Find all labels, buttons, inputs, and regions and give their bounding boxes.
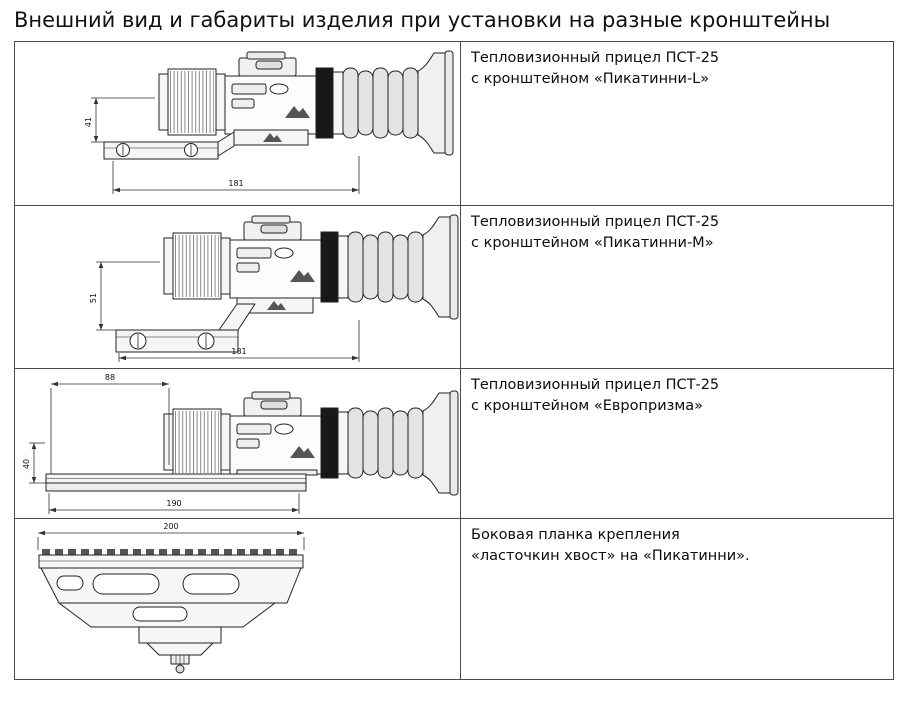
dim-label-offset: 88 — [105, 373, 115, 382]
description-line-2: «ласточкин хвост» на «Пикатинни». — [471, 548, 750, 565]
dimension-length-190: 190 — [48, 493, 300, 514]
drawing-cell-europrism: 88 40 — [15, 369, 461, 518]
dimension-length-181: 181 — [112, 156, 360, 194]
dim-label-length: 190 — [166, 499, 181, 508]
dimension-length-181: 181 — [118, 320, 360, 362]
dim-label-length: 200 — [163, 522, 178, 531]
side-plate-body — [38, 554, 304, 674]
bracket-europrism-rail — [45, 469, 318, 492]
dimension-offset-88: 88 — [50, 373, 170, 474]
dim-label-length: 181 — [231, 347, 246, 356]
page-title: Внешний вид и габариты изделия при устан… — [14, 8, 831, 32]
description-line-1: Тепловизионный прицел ПСТ-25 — [471, 50, 720, 66]
description-line-2: с кронштейном «Пикатинни-L» — [471, 71, 710, 88]
dimension-length-200: 200 — [37, 522, 305, 550]
bracket-picatinny-l — [103, 129, 309, 160]
description-cell: Тепловизионный прицел ПСТ-25 с кронштейн… — [461, 206, 893, 368]
dim-label-height: 41 — [84, 117, 93, 127]
drawing-cell-side-plate: 200 — [15, 519, 461, 679]
scope-drawing-picatinny-l: 41 181 — [84, 42, 459, 194]
description-line-1: Тепловизионный прицел ПСТ-25 — [471, 377, 720, 393]
variants-table: 41 181 Тепловизионный прицел ПСТ-25 с кр… — [14, 41, 894, 680]
table-row: 51 181 Тепловизионный прицел ПСТ-25 с кр… — [15, 205, 893, 368]
scope-drawing-picatinny-m: 51 181 — [89, 206, 459, 362]
description-cell: Тепловизионный прицел ПСТ-25 с кронштейн… — [461, 42, 893, 205]
dimension-height-40: 40 — [22, 442, 46, 484]
dim-label-height: 51 — [89, 293, 98, 303]
description-cell: Тепловизионный прицел ПСТ-25 с кронштейн… — [461, 369, 893, 518]
drawing-cell-picatinny-m: 51 181 — [15, 206, 461, 368]
table-row: 200 Боковая планка крепления «ласточкин … — [15, 518, 893, 679]
dimension-height-51: 51 — [89, 261, 160, 331]
dimension-height-41: 41 — [84, 97, 155, 143]
description-line-2: с кронштейном «Пикатинни-М» — [471, 235, 714, 252]
description-line-2: с кронштейном «Европризма» — [471, 398, 704, 415]
table-row: 88 40 — [15, 368, 893, 518]
drawing-cell-picatinny-l: 41 181 — [15, 42, 461, 205]
description-line-1: Боковая планка крепления — [471, 527, 680, 543]
dim-label-length: 181 — [228, 179, 243, 188]
scope-drawing-europrism: 88 40 — [22, 369, 459, 518]
table-row: 41 181 Тепловизионный прицел ПСТ-25 с кр… — [15, 42, 893, 205]
bracket-picatinny-m — [115, 297, 314, 353]
description-cell: Боковая планка крепления «ласточкин хвос… — [461, 519, 893, 679]
side-plate-drawing: 200 — [37, 522, 305, 674]
description-line-1: Тепловизионный прицел ПСТ-25 — [471, 214, 720, 230]
dim-label-height: 40 — [22, 459, 31, 469]
